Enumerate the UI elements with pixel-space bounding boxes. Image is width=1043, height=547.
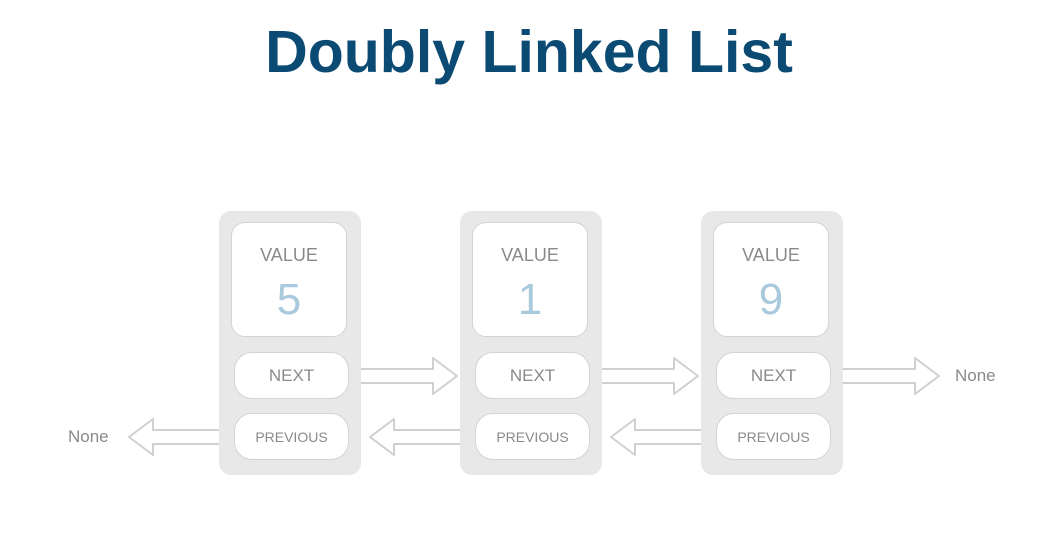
next-arrow-3 xyxy=(829,357,940,395)
next-arrow-2 xyxy=(588,357,699,395)
previous-pointer: PREVIOUS xyxy=(475,413,590,460)
value-box: VALUE 5 xyxy=(231,222,347,337)
node-value: 9 xyxy=(758,275,784,324)
head-previous-none-label: None xyxy=(68,427,109,446)
value-box: VALUE 1 xyxy=(472,222,588,337)
list-node-1: VALUE 5 NEXT PREVIOUS xyxy=(219,211,361,475)
next-arrow-1 xyxy=(347,357,458,395)
value-label: VALUE xyxy=(742,245,800,265)
list-node-2: VALUE 1 NEXT PREVIOUS xyxy=(460,211,602,475)
node-value: 5 xyxy=(276,275,302,324)
value-box: VALUE 9 xyxy=(713,222,829,337)
node-value: 1 xyxy=(517,275,543,324)
value-label: VALUE xyxy=(501,245,559,265)
next-pointer: NEXT xyxy=(716,352,831,399)
list-node-3: VALUE 9 NEXT PREVIOUS xyxy=(701,211,843,475)
previous-pointer: PREVIOUS xyxy=(716,413,831,460)
next-pointer: NEXT xyxy=(475,352,590,399)
value-label: VALUE xyxy=(260,245,318,265)
next-pointer: NEXT xyxy=(234,352,349,399)
tail-next-none-label: None xyxy=(955,366,996,385)
page-title: Doubly Linked List xyxy=(265,19,793,85)
previous-pointer: PREVIOUS xyxy=(234,413,349,460)
